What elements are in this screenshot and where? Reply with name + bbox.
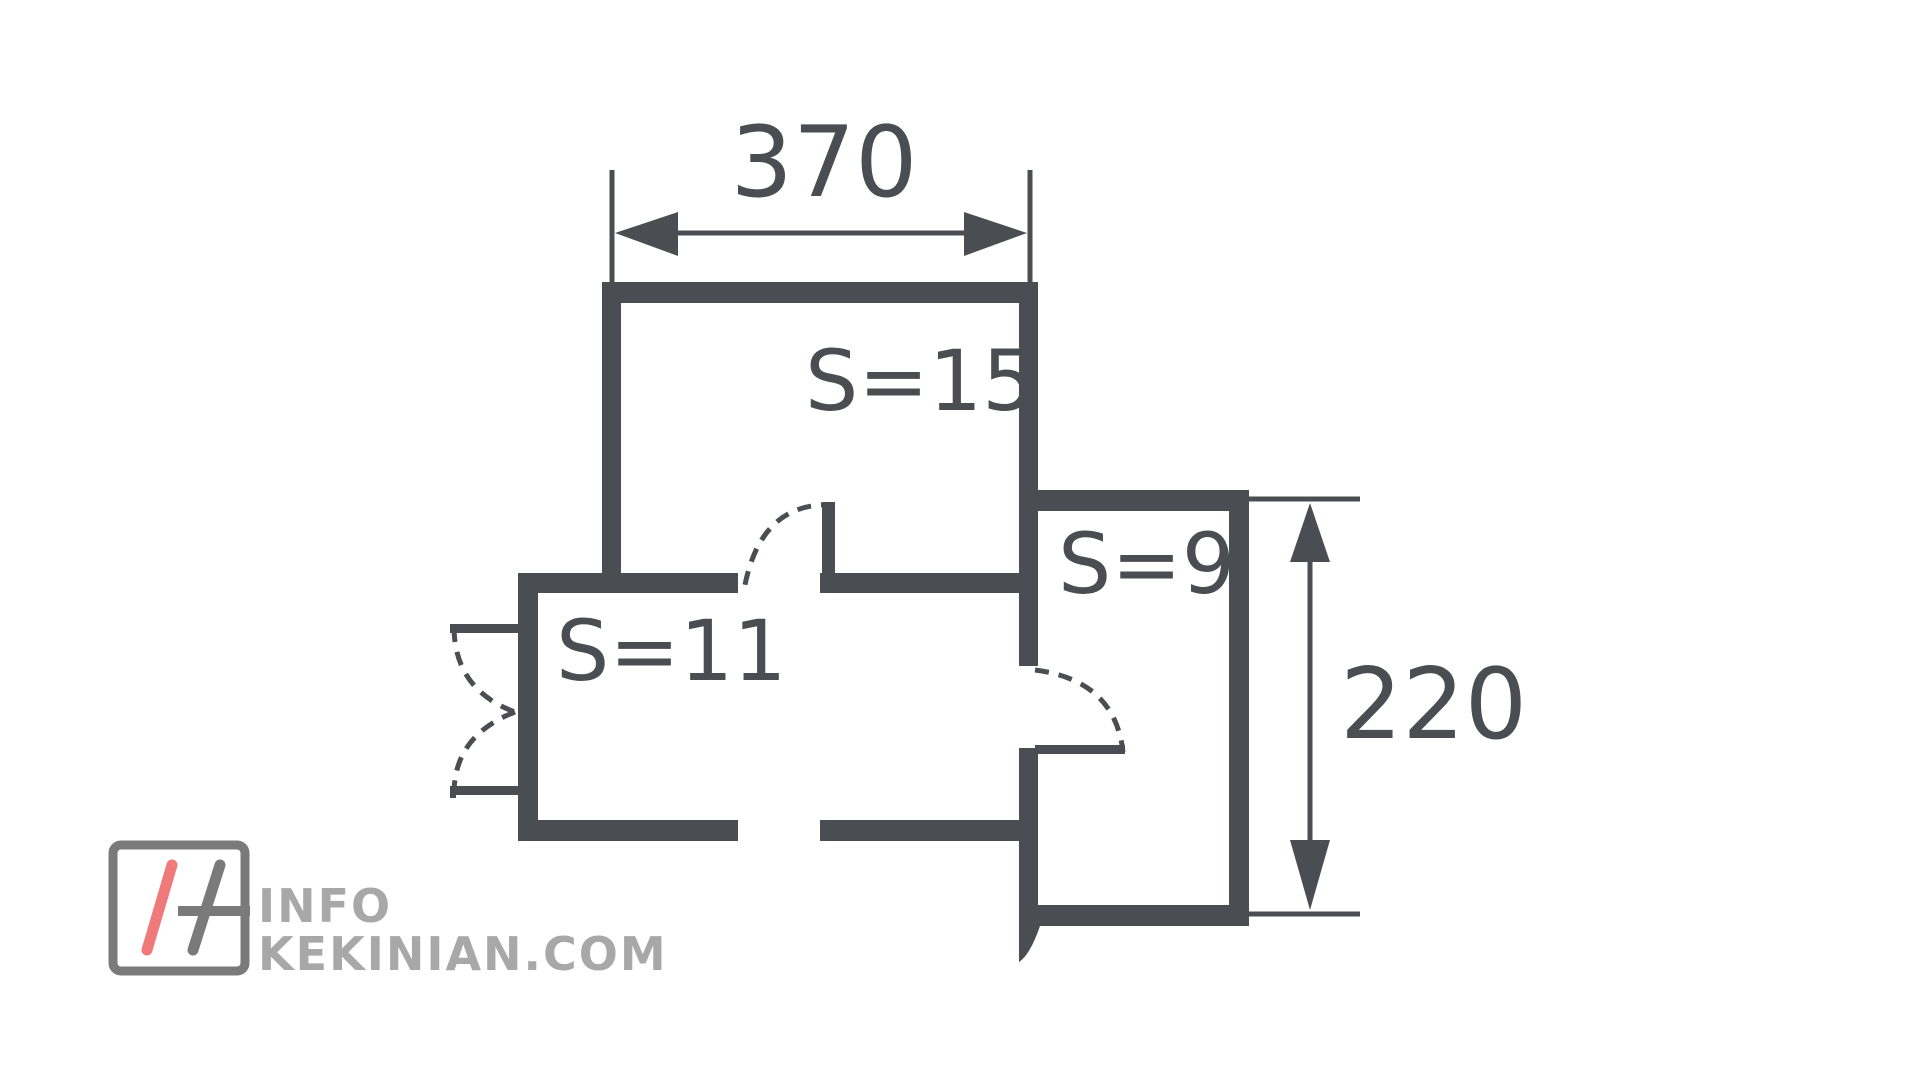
wall-right-room-top (1019, 490, 1249, 511)
door-frame-left-bottom (450, 786, 522, 795)
room-area-label-large: S=15 (805, 332, 1036, 430)
door-frame-left-top (450, 624, 522, 633)
wall-bottom-left (518, 820, 738, 841)
room-area-label-right: S=9 (1058, 515, 1235, 613)
dim-arrow-down (1290, 840, 1330, 910)
wall-bottom-stub (1019, 926, 1040, 962)
door-leaf-right-room (1035, 745, 1125, 754)
wall-upper-left (602, 282, 621, 576)
door-swings (451, 502, 1126, 793)
dimension-top-width: 370 (609, 106, 1033, 282)
dimension-label-right: 220 (1340, 648, 1527, 762)
wall-bottom-right (820, 820, 1038, 841)
door-swing-right-room (1034, 667, 1126, 753)
wall-right-room-right (1229, 490, 1249, 926)
walls (450, 282, 1249, 962)
door-swing-left-lower (451, 709, 516, 793)
dim-arrow-up (1290, 503, 1330, 562)
watermark-logo: INFO KEKINIAN.COM (108, 840, 668, 981)
logo-slash-accent (141, 859, 178, 956)
watermark-line1: INFO (258, 879, 392, 933)
dim-arrow-right (964, 212, 1027, 256)
wall-upper-right (1019, 282, 1038, 666)
door-frame-left-tip (450, 786, 456, 798)
room-area-label-left: S=11 (556, 602, 787, 700)
dimension-right-height: 220 (1246, 496, 1527, 917)
dimension-label-top: 370 (730, 106, 917, 220)
watermark-line2: KEKINIAN.COM (258, 927, 668, 981)
wall-mid-right (820, 573, 1038, 593)
door-swing-left-upper (451, 627, 516, 715)
wall-left-outer (518, 573, 538, 841)
wall-right-room-left-lower (1019, 748, 1038, 926)
wall-upper-top (602, 282, 1038, 303)
door-post-upper (822, 502, 835, 574)
wall-right-room-bottom (1019, 905, 1249, 926)
dim-arrow-left (615, 212, 678, 256)
wall-mid-left (518, 573, 738, 593)
